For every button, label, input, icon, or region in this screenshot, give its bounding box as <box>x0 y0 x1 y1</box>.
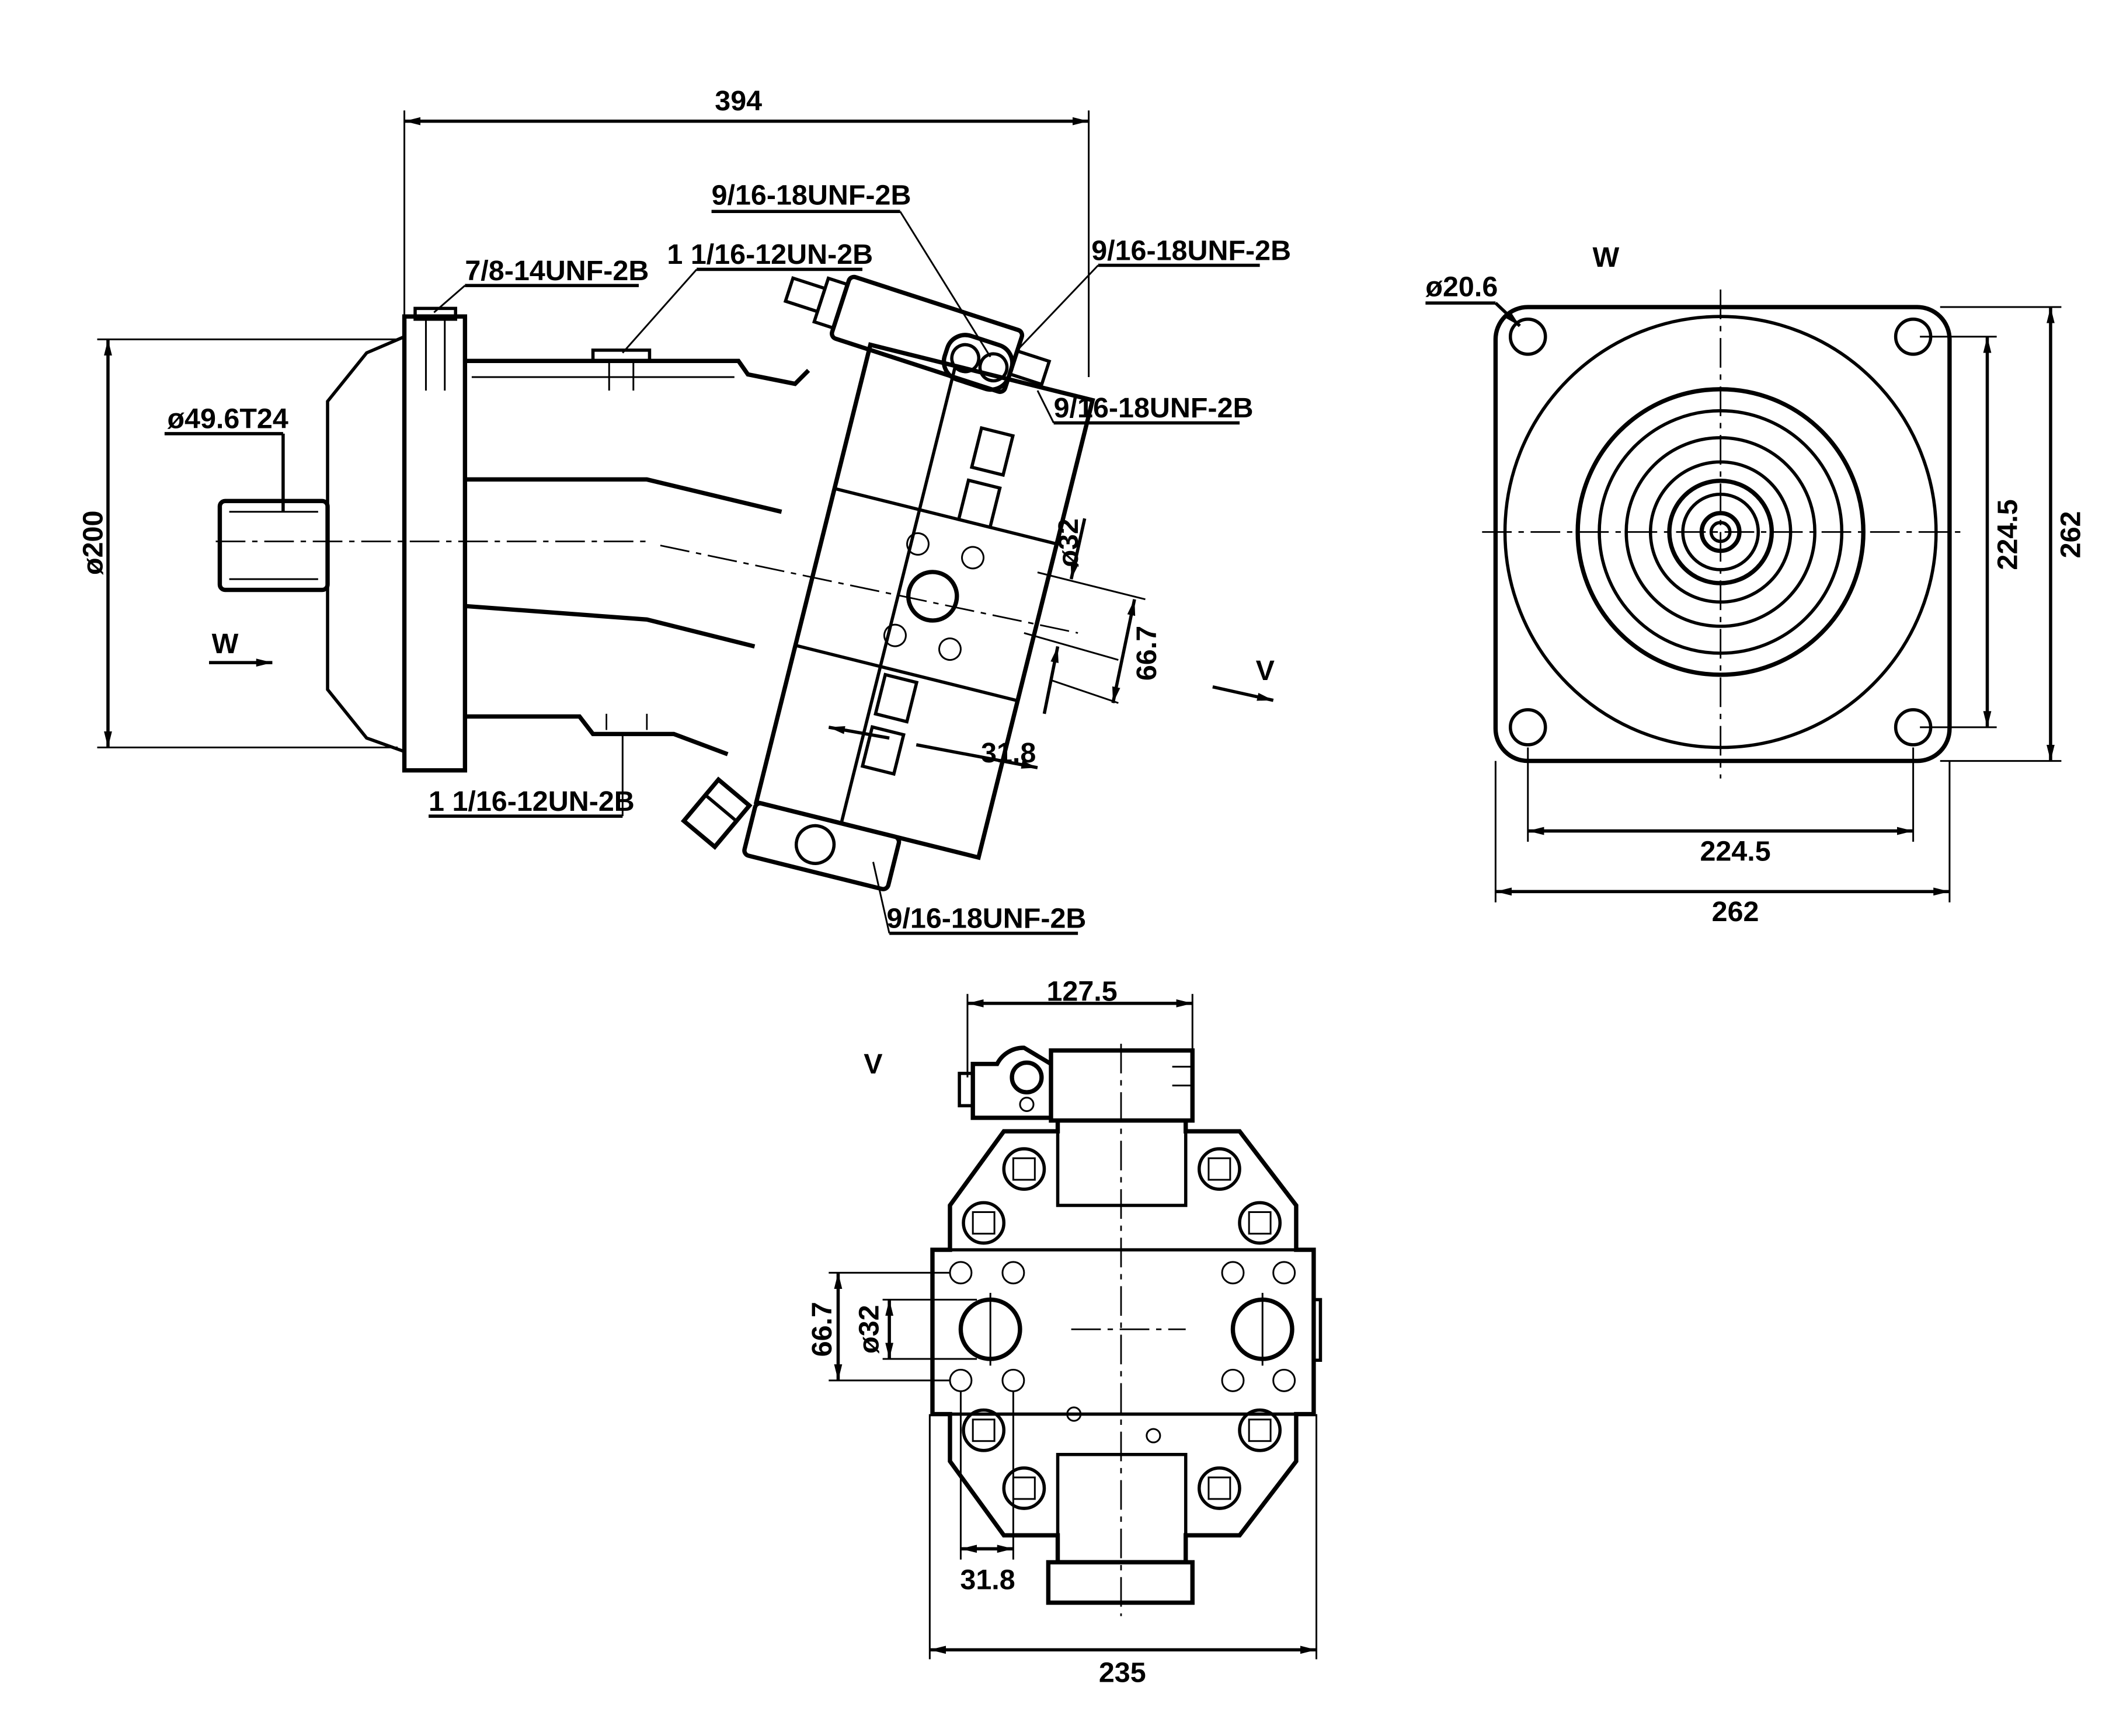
control-valve <box>783 274 1052 394</box>
svg-text:ø20.6: ø20.6 <box>1425 271 1498 303</box>
dimension-v-port-spacing: 66.7 <box>806 1271 950 1382</box>
callout-control-right: 9/16-18UNF-2B <box>1017 235 1291 351</box>
callout-case-port-bottom: 1 1/16-12UN-2B <box>429 734 635 818</box>
callout-flange-port: 7/8-14UNF-2B <box>433 255 649 313</box>
svg-text:9/16-18UNF-2B: 9/16-18UNF-2B <box>887 903 1087 935</box>
dimension-port-spacing: 66.7 <box>1050 599 1163 704</box>
view-v: V 127.5 <box>806 975 1323 1689</box>
dimension-v-width: 235 <box>928 1414 1318 1689</box>
svg-text:262: 262 <box>1712 896 1759 928</box>
view-w-title: W <box>1593 242 1620 273</box>
dimension-bolt-spacing-vertical: 224.5 <box>1920 336 2023 728</box>
svg-text:ø32: ø32 <box>1053 518 1084 567</box>
svg-text:9/16-18UNF-2B: 9/16-18UNF-2B <box>1054 392 1254 424</box>
port-plate <box>742 342 1095 891</box>
drive-shaft: ø49.6T24 <box>164 403 330 592</box>
svg-text:66.7: 66.7 <box>806 1302 838 1357</box>
dimension-length: 394 <box>403 85 1090 378</box>
dimension-valve-width: 127.5 <box>966 975 1193 1078</box>
svg-text:262: 262 <box>2055 511 2087 559</box>
svg-text:1 1/16-12UN-2B: 1 1/16-12UN-2B <box>667 239 873 270</box>
svg-text:1 1/16-12UN-2B: 1 1/16-12UN-2B <box>429 786 635 817</box>
dimension-height: 262 <box>1940 306 2087 762</box>
flange-rings <box>1503 315 1938 750</box>
bolt-heads <box>962 1147 1282 1510</box>
view-v-title: V <box>864 1048 882 1080</box>
callout-case-port-top: 1 1/16-12UN-2B <box>622 239 873 354</box>
mounting-cone <box>326 334 406 754</box>
dim-394: 394 <box>715 85 762 117</box>
callout-control-lower: 9/16-18UNF-2B <box>1036 390 1254 425</box>
svg-text:224.5: 224.5 <box>1992 499 2023 570</box>
svg-text:9/16-18UNF-2B: 9/16-18UNF-2B <box>712 180 911 211</box>
svg-text:W: W <box>212 628 239 660</box>
view-arrow-v: V <box>1212 655 1275 702</box>
dimension-v-port-offset: 31.8 <box>959 1391 1015 1596</box>
dimension-hole-diameter: ø20.6 <box>1425 271 1521 327</box>
svg-text:9/16-18UNF-2B: 9/16-18UNF-2B <box>1091 235 1291 266</box>
callout-bottom-port: 9/16-18UNF-2B <box>872 862 1087 935</box>
view-w: W ø20.6 224.5 <box>1425 242 2087 928</box>
svg-text:66.7: 66.7 <box>1131 626 1163 681</box>
svg-text:127.5: 127.5 <box>1046 975 1117 1007</box>
svg-text:31.8: 31.8 <box>960 1564 1015 1596</box>
svg-text:7/8-14UNF-2B: 7/8-14UNF-2B <box>465 255 649 287</box>
mounting-flange <box>402 314 468 773</box>
flange-plate <box>1493 305 1952 764</box>
svg-text:ø32: ø32 <box>854 1305 885 1353</box>
dimension-bolt-spacing-horizontal: 224.5 <box>1527 747 1915 867</box>
motor-housing <box>215 348 1078 757</box>
dim-o200: ø200 <box>78 511 109 575</box>
drain-fitting <box>680 776 753 850</box>
callout-control-upper: 9/16-18UNF-2B <box>712 180 991 358</box>
dimension-v-port-diameter: ø32 <box>854 1298 977 1360</box>
dimension-port-offset: 31.8 <box>828 726 1038 769</box>
svg-text:V: V <box>1256 655 1275 686</box>
shaft-spline-label: ø49.6T24 <box>167 403 288 435</box>
control-valve-top <box>958 1045 1195 1123</box>
dimension-flange-diameter: ø200 <box>78 338 398 749</box>
svg-text:235: 235 <box>1099 1657 1146 1689</box>
svg-text:31.8: 31.8 <box>981 737 1036 769</box>
dimension-width: 262 <box>1494 761 1951 928</box>
dimension-port-diameter: ø32 <box>1024 518 1146 714</box>
svg-text:224.5: 224.5 <box>1700 835 1770 867</box>
side-view: 394 ø200 ø49.6T24 <box>78 85 1291 935</box>
bolt-holes <box>1508 318 1933 747</box>
view-arrow-w: W <box>208 628 273 667</box>
